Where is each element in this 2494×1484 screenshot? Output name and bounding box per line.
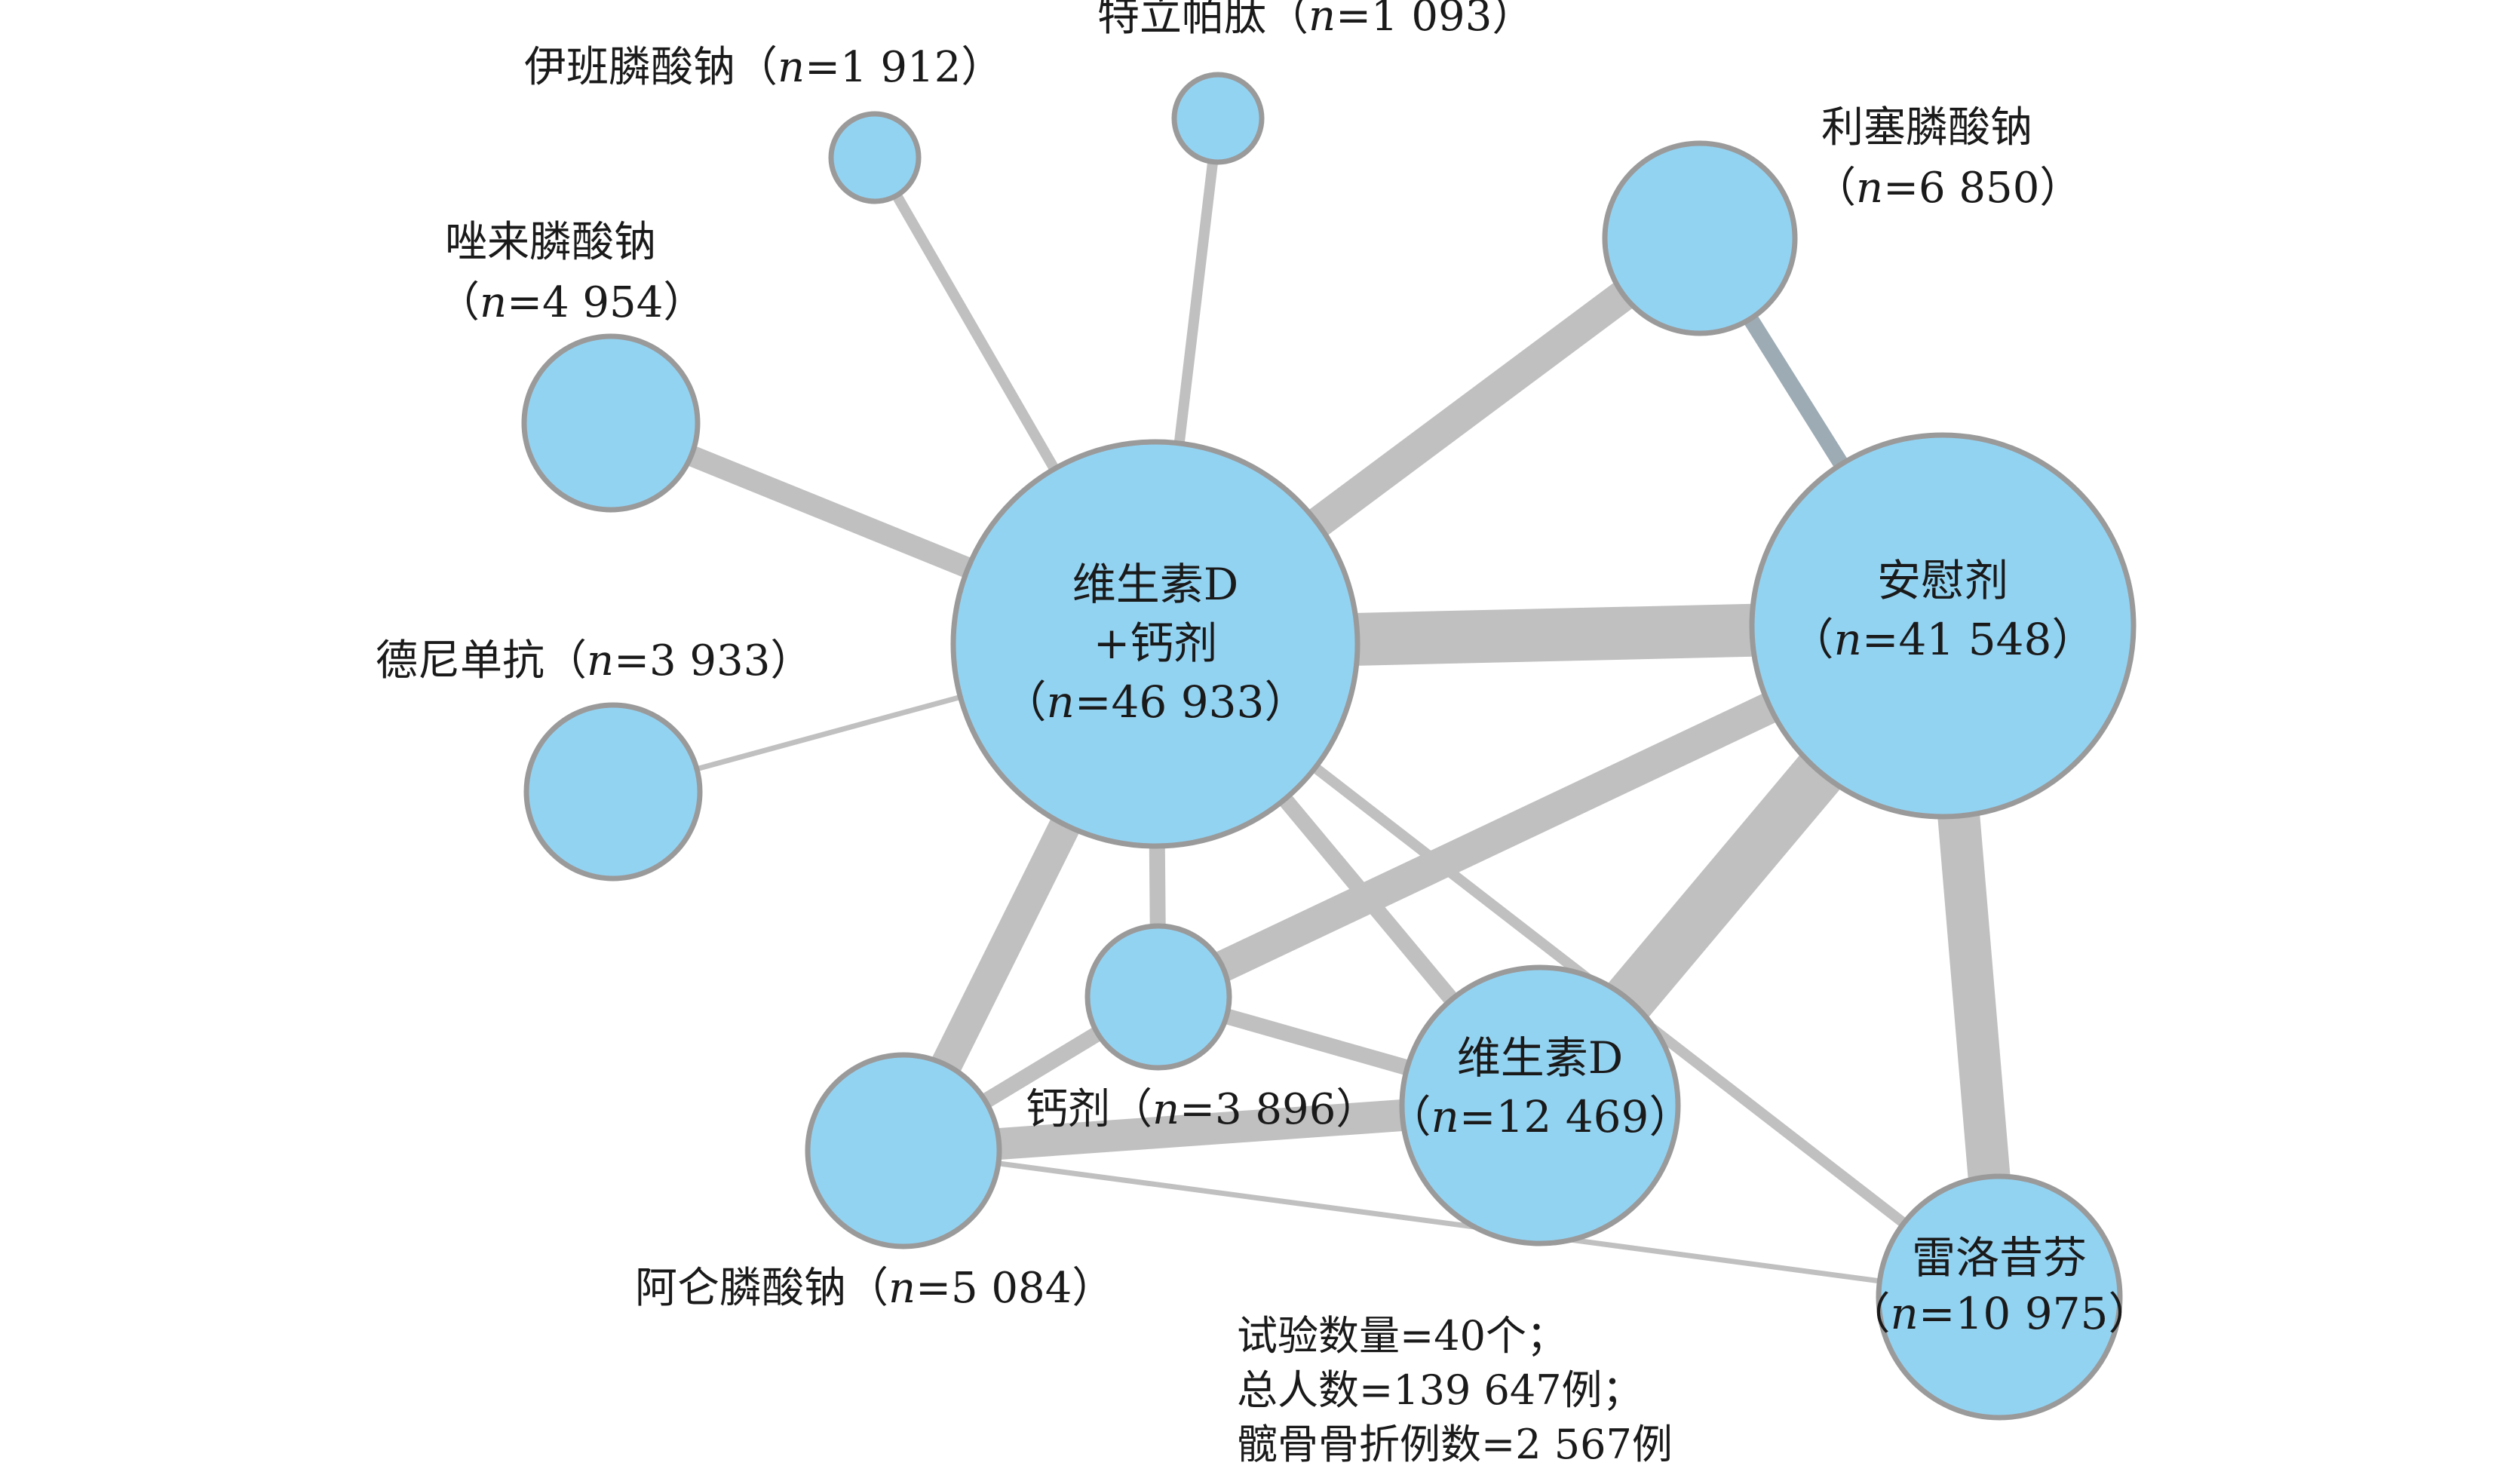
summary-line-1: 试验数量=40个； xyxy=(1237,1312,1567,1360)
node-label-zoledronic: 唑来膦酸钠 xyxy=(445,218,656,267)
node-label-vitd_ca: 维生素D xyxy=(1072,559,1239,610)
node-denosumab xyxy=(523,702,703,882)
node-n-risedronate: （n=6 850） xyxy=(1814,164,2081,213)
node-n-zoledronic: （n=4 954） xyxy=(437,278,705,327)
node-label-alendronate: 阿仑膦酸钠（n=5 084） xyxy=(635,1264,1114,1313)
node-n-vitd_ca: （n=46 933） xyxy=(1003,676,1308,728)
node-ibandronate xyxy=(828,111,922,204)
node-n-vitd: （n=12 469） xyxy=(1388,1091,1693,1142)
node-label-teriparatide: 特立帕肽（n=1 093） xyxy=(1097,0,1534,41)
node-label-vitd: 维生素D xyxy=(1457,1032,1624,1084)
node-raloxifene xyxy=(1876,1173,2123,1421)
node-alendronate xyxy=(805,1052,1002,1249)
node-n-raloxifene: （n=10 975） xyxy=(1847,1288,2152,1339)
node-calcium xyxy=(1084,923,1232,1071)
node-label-ibandronate: 伊班膦酸钠（n=1 912） xyxy=(524,43,1003,92)
node-risedronate xyxy=(1602,140,1798,336)
edge-alendronate-raloxifene xyxy=(903,1148,2000,1300)
summary-line-2: 总人数=139 647例； xyxy=(1237,1366,1643,1414)
summary-line-3: 髋骨骨折例数=2 567例 xyxy=(1237,1421,1673,1468)
labels-layer: 维生素D +钙剂 （n=46 933） 安慰剂 （n=41 548） 维生素D （n=12 … xyxy=(376,0,2152,1468)
nodes-layer xyxy=(521,72,2137,1421)
node-label-denosumab: 德尼单抗（n=3 933） xyxy=(376,636,812,685)
node-vitd_ca xyxy=(950,439,1361,849)
node-teriparatide xyxy=(1171,72,1265,165)
node-label-vitd_ca: +钙剂 xyxy=(1094,618,1218,669)
node-n-placebo: （n=41 548） xyxy=(1790,614,2096,665)
node-label-calcium: 钙剂（n=3 896） xyxy=(1026,1085,1378,1134)
node-label-risedronate: 利塞膦酸钠 xyxy=(1821,103,2032,152)
node-label-raloxifene: 雷洛昔芬 xyxy=(1912,1232,2087,1283)
node-label-placebo: 安慰剂 xyxy=(1877,555,2008,606)
node-vitd xyxy=(1399,964,1681,1246)
node-placebo xyxy=(1749,432,2137,820)
node-zoledronic xyxy=(521,333,701,513)
